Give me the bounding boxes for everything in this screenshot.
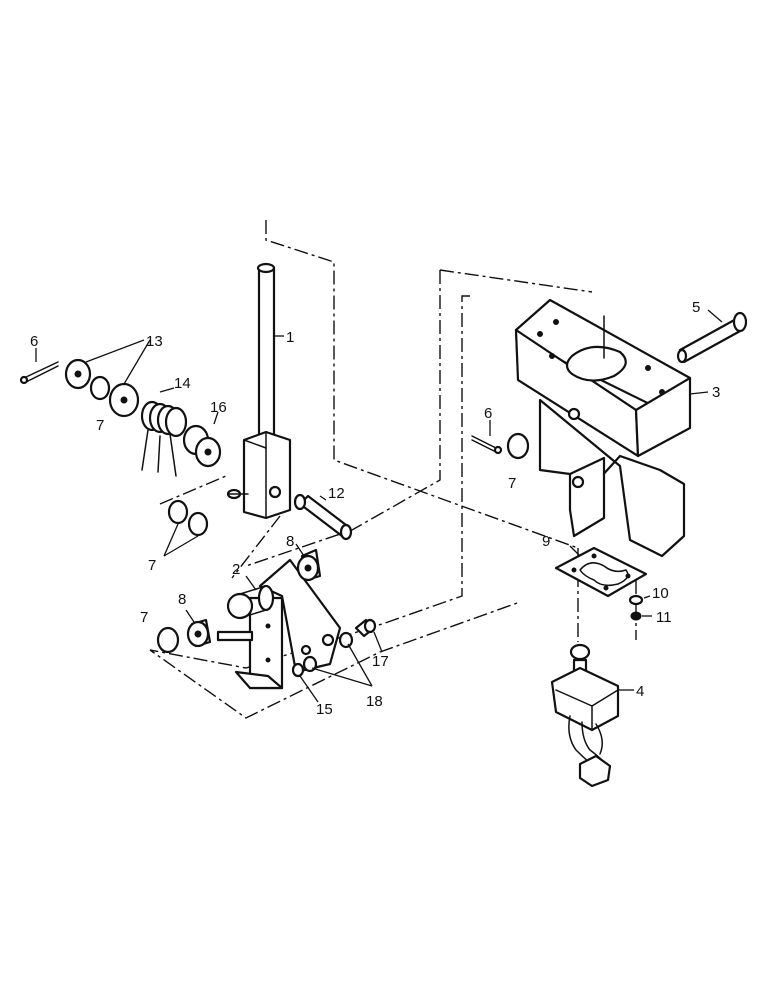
callout-5: 5 — [692, 299, 700, 316]
cotter-pin-right — [471, 435, 503, 455]
callout-6-left: 6 — [30, 333, 38, 350]
pivot-bracket-plate — [258, 558, 342, 674]
lever-rod-part — [226, 262, 292, 520]
assembly-line-lever — [265, 220, 579, 549]
callout-9: 9 — [542, 533, 550, 550]
callout-12: 12 — [328, 485, 345, 502]
mounting-plate-end — [634, 376, 692, 458]
assembly-line-washer-group — [159, 475, 227, 505]
assembly-line-pivot — [231, 515, 281, 579]
callout-7-lower: 7 — [140, 609, 148, 626]
pin-head — [732, 311, 748, 333]
washer-set-13 — [64, 358, 140, 418]
pivot-bracket-stud — [216, 630, 254, 642]
callout-16: 16 — [210, 399, 227, 416]
washer-7c — [187, 511, 209, 537]
bushing-part — [182, 424, 222, 468]
callout-7-top: 7 — [96, 417, 104, 434]
washer-7d — [156, 626, 180, 654]
torsion-spring-part — [140, 400, 188, 477]
callout-labels: 1 2 3 4 5 6 6 7 7 7 7 8 8 9 10 11 12 13 … — [30, 299, 720, 718]
callout-4: 4 — [636, 683, 644, 700]
washer-7b — [167, 499, 189, 525]
callout-2: 2 — [232, 561, 240, 578]
bushing-8-upper — [296, 548, 322, 582]
callout-15: 15 — [316, 701, 333, 718]
lever-rod-tip — [256, 262, 276, 274]
washer-15 — [291, 662, 305, 678]
washer-and-nut-parts — [628, 594, 644, 621]
assembly-lines — [149, 220, 637, 719]
pin-body — [678, 316, 744, 364]
cotter-pin-left — [19, 361, 59, 385]
washer-7a — [89, 375, 111, 401]
callout-1: 1 — [286, 329, 294, 346]
callout-8-upper: 8 — [286, 533, 294, 550]
switch-body — [550, 666, 620, 732]
callout-7-right: 7 — [508, 475, 516, 492]
gate-plate — [554, 546, 648, 598]
switch-wire-c — [595, 723, 603, 755]
callout-18: 18 — [366, 693, 383, 710]
callout-17: 17 — [372, 653, 389, 670]
assembly-line-plate — [439, 269, 593, 293]
leader-lines — [35, 309, 723, 703]
switch-connector — [578, 754, 612, 788]
washer-18b — [338, 631, 354, 649]
pin-part — [676, 311, 748, 364]
washer-pair-7 — [167, 499, 209, 537]
callout-6-right: 6 — [484, 405, 492, 422]
pivot-bracket-boss — [226, 592, 254, 620]
neutral-switch-part — [550, 643, 620, 788]
assembly-line-bracket — [245, 270, 441, 567]
bushing-8-lower — [186, 618, 212, 648]
callout-13: 13 — [146, 333, 163, 350]
screw-and-washers — [291, 618, 377, 678]
lever-rod-shaft — [257, 266, 276, 448]
callout-7-middle: 7 — [148, 557, 156, 574]
callout-10: 10 — [652, 585, 669, 602]
callout-14: 14 — [174, 375, 191, 392]
mounting-plate-part — [514, 298, 692, 558]
callout-11: 11 — [656, 609, 672, 626]
pivot-pin-part — [293, 493, 353, 541]
washer-18a — [302, 655, 318, 673]
callout-3: 3 — [712, 384, 720, 401]
pivot-bracket-part — [216, 558, 342, 690]
hex-nut — [630, 611, 642, 621]
assembly-line-switch-frame — [149, 295, 521, 719]
lever-rod-hole — [268, 485, 282, 499]
switch-plunger — [569, 643, 591, 661]
gate-plate-part — [554, 546, 648, 598]
callout-8-lower: 8 — [178, 591, 186, 608]
lever-rod-clevis — [242, 430, 292, 520]
washer-7e — [506, 432, 530, 460]
lock-washer — [628, 594, 644, 606]
